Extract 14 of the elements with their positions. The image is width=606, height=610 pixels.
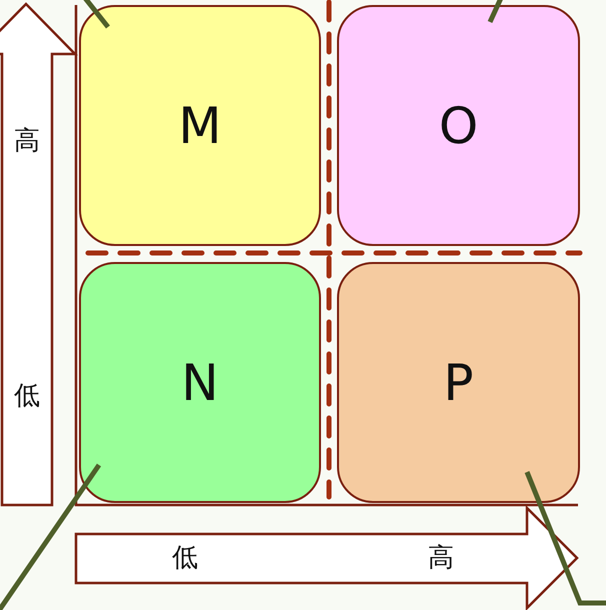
axis-label: 高 — [428, 545, 454, 571]
quadrant-box — [79, 262, 321, 503]
axis-label: 低 — [14, 383, 40, 409]
quadrant-letter: P — [443, 354, 474, 412]
quadrant-box — [337, 262, 580, 503]
leader-line — [0, 464, 102, 610]
quadrant-letter: O — [438, 96, 478, 154]
leader-line — [488, 0, 504, 24]
axis-label: 高 — [14, 128, 40, 154]
quadrant-letter: N — [181, 354, 219, 412]
axis-label: 低 — [172, 545, 198, 571]
quadrant-box — [337, 5, 580, 246]
quadrant-box — [79, 5, 321, 246]
quadrant-letter: M — [178, 96, 222, 154]
